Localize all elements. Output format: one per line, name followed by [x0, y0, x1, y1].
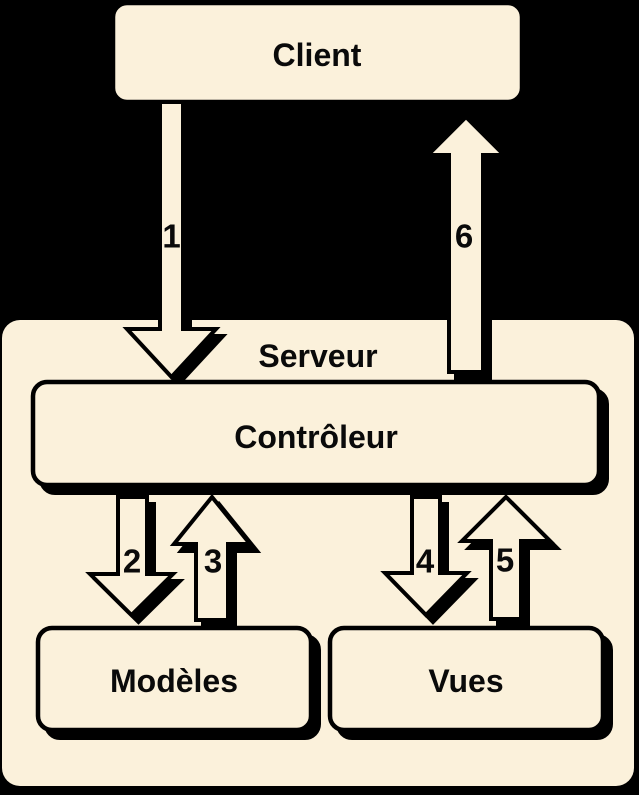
arrow-4-label: 4 [416, 543, 435, 580]
arrow-5-vues-to-controleur: 5 [457, 494, 562, 628]
vues-label: Vues [428, 663, 503, 699]
arrow-4-controleur-to-vues: 4 [380, 495, 479, 625]
modeles-label: Modèles [110, 663, 238, 699]
client-box [110, 0, 525, 105]
arrow-1-label: 1 [162, 218, 180, 255]
arrow-5-up-icon [457, 494, 555, 621]
serveur-label: Serveur [258, 338, 377, 374]
vues-box [327, 625, 606, 733]
controleur-label: Contrôleur [234, 419, 398, 455]
modeles-box [35, 625, 314, 733]
controleur-node: Contrôleur [30, 379, 609, 495]
arrow-4-down-icon [380, 495, 472, 618]
client-label: Client [273, 37, 362, 73]
vues-node: Vues [327, 625, 613, 740]
arrow-2-label: 2 [123, 543, 141, 580]
controleur-box [30, 379, 602, 488]
modeles-node: Modèles [35, 625, 321, 740]
arrow-2-controleur-to-modeles: 2 [85, 495, 185, 625]
arrow-3-label: 3 [204, 543, 222, 580]
arrow-2-down-icon [85, 495, 178, 618]
client-node: Client [110, 0, 525, 105]
arrow-1-down-icon [122, 100, 221, 380]
arrow-6-controleur-to-client: 6 [423, 114, 516, 381]
arrow-5-label: 5 [496, 542, 514, 579]
arrow-3-up-icon [169, 493, 255, 622]
arrow-6-label: 6 [455, 218, 473, 255]
arrow-6-up-icon [423, 114, 509, 374]
arrow-1-client-to-controleur: 1 [122, 100, 228, 387]
